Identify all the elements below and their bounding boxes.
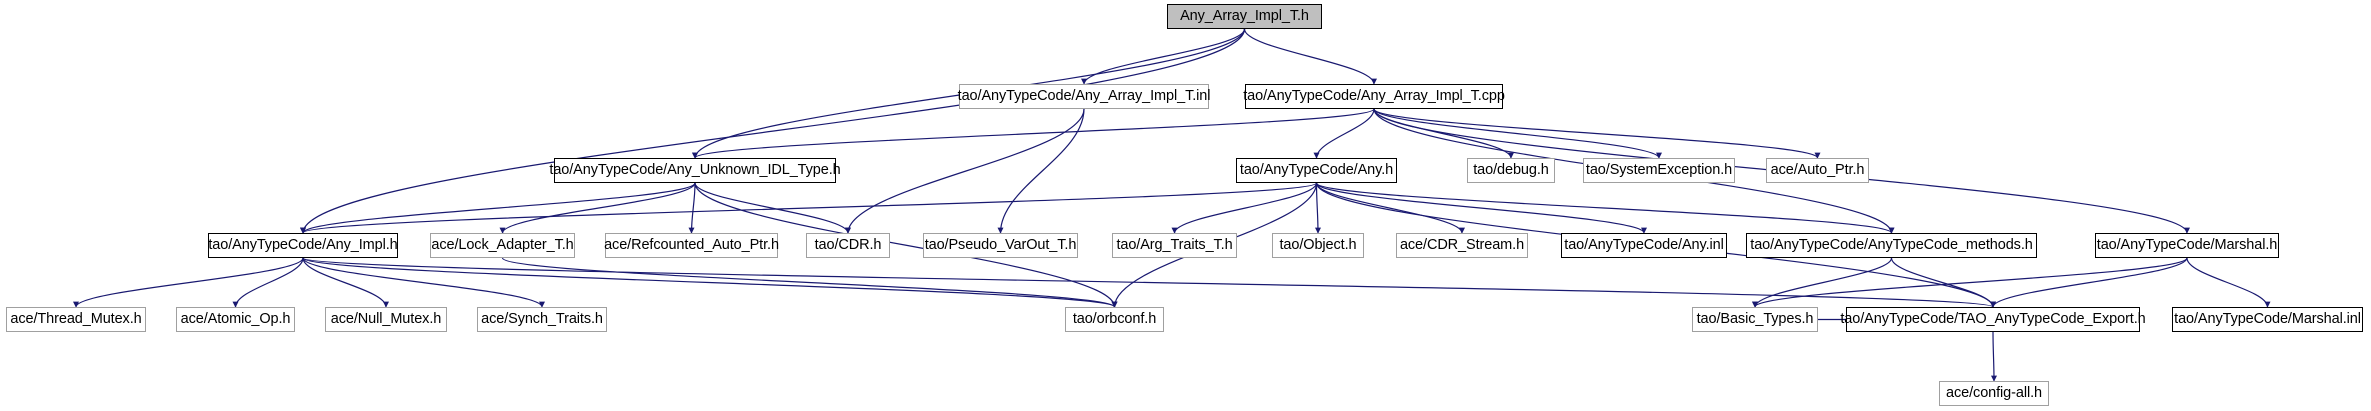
graph-edge bbox=[1313, 108, 1375, 159]
graph-node-label: ace/CDR_Stream.h bbox=[1399, 237, 1525, 254]
graph-edge bbox=[232, 257, 304, 308]
graph-edge bbox=[499, 182, 696, 234]
graph-node[interactable]: tao/AnyTypeCode/TAO_AnyTypeCode_Export.h bbox=[1840, 307, 2146, 332]
graph-node-label: tao/SystemException.h bbox=[1585, 162, 1733, 179]
graph-node-label: tao/AnyTypeCode/Marshal.inl bbox=[2174, 311, 2361, 328]
graph-node[interactable]: tao/AnyTypeCode/Any.h bbox=[1236, 158, 1397, 183]
graph-edge bbox=[2186, 257, 2271, 308]
graph-node-label: tao/Basic_Types.h bbox=[1696, 311, 1814, 328]
graph-edge bbox=[501, 257, 1118, 308]
graph-edge bbox=[1752, 257, 1893, 308]
graph-node[interactable]: tao/AnyTypeCode/AnyTypeCode_methods.h bbox=[1746, 233, 2037, 258]
graph-node-label: ace/Refcounted_Auto_Ptr.h bbox=[604, 237, 779, 254]
graph-node[interactable]: ace/config-all.h bbox=[1939, 381, 2049, 406]
graph-node-label: tao/AnyTypeCode/TAO_AnyTypeCode_Export.h bbox=[1840, 311, 2146, 328]
graph-node-label: tao/AnyTypeCode/AnyTypeCode_methods.h bbox=[1750, 237, 2033, 254]
graph-node-label: ace/Auto_Ptr.h bbox=[1770, 162, 1865, 179]
graph-edge bbox=[1243, 28, 1377, 85]
graph-node[interactable]: ace/Refcounted_Auto_Ptr.h bbox=[604, 233, 779, 258]
graph-node-label: tao/debug.h bbox=[1473, 162, 1549, 179]
graph-node-label: tao/orbconf.h bbox=[1072, 311, 1157, 328]
graph-node-label: tao/AnyTypeCode/Any.inl bbox=[1564, 237, 1724, 254]
graph-node-label: tao/AnyTypeCode/Marshal.h bbox=[2096, 237, 2278, 254]
graph-edge bbox=[1315, 182, 1647, 234]
graph-edge bbox=[302, 257, 545, 308]
graph-node[interactable]: ace/CDR_Stream.h bbox=[1396, 233, 1528, 258]
graph-node[interactable]: tao/debug.h bbox=[1467, 158, 1555, 183]
graph-node[interactable]: ace/Atomic_Op.h bbox=[176, 307, 295, 332]
graph-edge bbox=[1752, 257, 2188, 308]
graph-edge bbox=[300, 28, 1246, 234]
graph-node[interactable]: tao/AnyTypeCode/Any_Impl.h bbox=[208, 233, 398, 258]
graph-edge bbox=[1890, 257, 1996, 308]
graph-node-label: tao/Object.h bbox=[1279, 237, 1357, 254]
graph-edge bbox=[1990, 331, 1997, 382]
graph-edge bbox=[1171, 182, 1318, 234]
graph-node-label: ace/Thread_Mutex.h bbox=[10, 311, 142, 328]
graph-edge bbox=[302, 257, 389, 308]
graph-node[interactable]: tao/Pseudo_VarOut_T.h bbox=[923, 233, 1078, 258]
graph-node-label: tao/AnyTypeCode/Any_Array_Impl_T.cpp bbox=[1243, 88, 1505, 105]
graph-node-label: ace/Null_Mutex.h bbox=[330, 311, 442, 328]
graph-node-label: ace/Atomic_Op.h bbox=[180, 311, 291, 328]
graph-edge bbox=[1315, 182, 1465, 234]
graph-edge bbox=[694, 182, 851, 234]
graph-edge bbox=[1314, 182, 1321, 234]
graph-node[interactable]: ace/Synch_Traits.h bbox=[477, 307, 607, 332]
graph-node[interactable]: tao/orbconf.h bbox=[1065, 307, 1164, 332]
graph-node-label: ace/Lock_Adapter_T.h bbox=[431, 237, 574, 254]
graph-edge bbox=[302, 257, 1996, 308]
graph-node[interactable]: tao/SystemException.h bbox=[1583, 158, 1735, 183]
graph-node[interactable]: tao/Arg_Traits_T.h bbox=[1112, 233, 1237, 258]
graph-node-label: tao/AnyTypeCode/Any_Impl.h bbox=[208, 237, 398, 254]
graph-edge bbox=[1081, 28, 1246, 85]
graph-node[interactable]: tao/AnyTypeCode/Any_Unknown_IDL_Type.h bbox=[549, 158, 841, 183]
graph-node[interactable]: tao/Object.h bbox=[1272, 233, 1364, 258]
graph-node-label: tao/Pseudo_VarOut_T.h bbox=[924, 237, 1077, 254]
graph-node-label: tao/AnyTypeCode/Any_Array_Impl_T.inl bbox=[957, 88, 1211, 105]
graph-node-label: ace/config-all.h bbox=[1946, 385, 2042, 402]
graph-node[interactable]: tao/AnyTypeCode/Any_Array_Impl_T.cpp bbox=[1243, 84, 1505, 109]
graph-node[interactable]: ace/Null_Mutex.h bbox=[325, 307, 447, 332]
graph-node[interactable]: tao/Basic_Types.h bbox=[1692, 307, 1818, 332]
graph-node-label: Any_Array_Impl_T.h bbox=[1180, 8, 1309, 25]
graph-node[interactable]: tao/AnyTypeCode/Marshal.inl bbox=[2172, 307, 2363, 332]
graph-node-label: tao/Arg_Traits_T.h bbox=[1116, 237, 1233, 254]
graph-edge bbox=[1373, 108, 1514, 159]
graph-edge bbox=[1990, 257, 2188, 308]
graph-node[interactable]: tao/AnyTypeCode/Any_Array_Impl_T.inl bbox=[958, 84, 1210, 109]
graph-node[interactable]: tao/AnyTypeCode/Any.inl bbox=[1561, 233, 1727, 258]
graph-edge bbox=[997, 108, 1085, 234]
graph-node-label: tao/AnyTypeCode/Any.h bbox=[1239, 162, 1394, 179]
graph-node[interactable]: tao/AnyTypeCode/Marshal.h bbox=[2095, 233, 2279, 258]
graph-edge bbox=[1373, 108, 1662, 159]
graph-node[interactable]: Any_Array_Impl_T.h bbox=[1167, 4, 1322, 29]
graph-node-label: tao/CDR.h bbox=[814, 237, 882, 254]
graph-edge bbox=[300, 182, 696, 234]
graph-edge bbox=[300, 182, 1318, 234]
graph-edge bbox=[845, 108, 1085, 234]
graph-edge bbox=[692, 108, 1375, 159]
graph-node[interactable]: ace/Auto_Ptr.h bbox=[1766, 158, 1869, 183]
graph-node[interactable]: ace/Lock_Adapter_T.h bbox=[430, 233, 575, 258]
graph-edge bbox=[302, 257, 1118, 308]
graph-node-label: tao/AnyTypeCode/Any_Unknown_IDL_Type.h bbox=[549, 162, 841, 179]
graph-edge bbox=[1373, 108, 1821, 159]
graph-node-label: ace/Synch_Traits.h bbox=[481, 311, 603, 328]
graph-edge bbox=[1315, 182, 1895, 234]
graph-node[interactable]: ace/Thread_Mutex.h bbox=[6, 307, 146, 332]
graph-node[interactable]: tao/CDR.h bbox=[806, 233, 890, 258]
graph-edge bbox=[73, 257, 304, 308]
graph-edge bbox=[688, 182, 696, 234]
